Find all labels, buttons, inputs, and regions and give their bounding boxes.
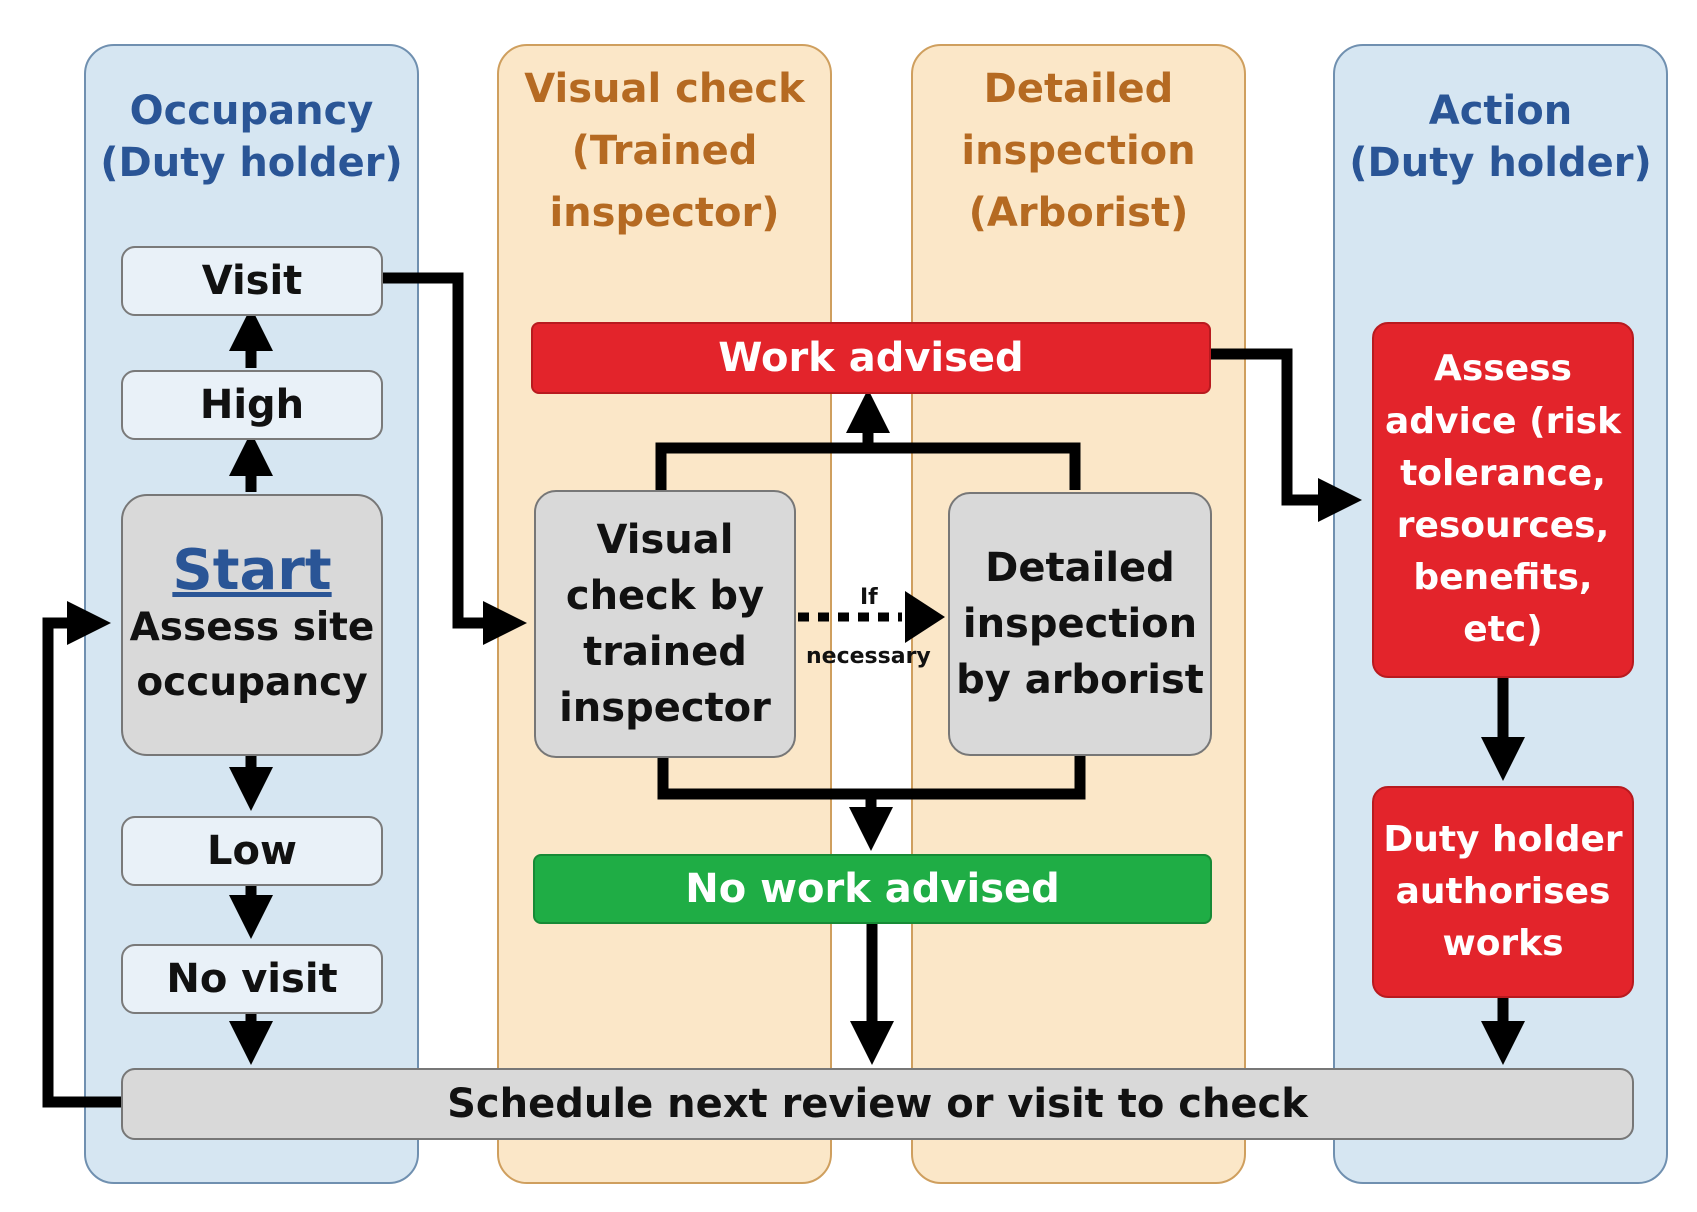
connector-visual-to-work [655,442,1081,490]
lane-title-line: (Duty holder) [100,140,403,186]
arrow-visit-to-visual-check [382,272,527,645]
lane-title-line: Detailed [983,66,1174,112]
node-label: authorises [1395,870,1611,912]
node-label: resources, [1396,505,1610,546]
node-label: No work advised [685,866,1060,912]
node-label: benefits, [1413,557,1593,599]
node-label: tolerance, [1400,452,1606,494]
node-label: by arborist [956,657,1204,703]
no-work-advised-node: No work advised [533,854,1212,924]
node-label: works [1442,923,1564,965]
if-label: If [860,585,878,610]
node-label: occupancy [136,659,368,705]
assess-advice-node: Assess advice (risk tolerance, resources… [1372,322,1634,678]
lane-title-line: Action [1428,88,1573,134]
start-title: Start [172,537,332,603]
node-label: Detailed [985,545,1175,591]
node-label: High [199,382,305,428]
lane-title-line: (Arborist) [968,190,1189,236]
lane-title-occupancy: Occupancy (Duty holder) [84,85,419,189]
node-label: inspector [559,685,771,731]
lane-title-line: inspector) [549,190,780,236]
node-label: Assess site [129,605,375,651]
arrow-schedule-to-start [42,601,121,1108]
arrow-if-necessary-head [905,591,945,643]
node-label: Visual [596,517,734,563]
node-label: No visit [166,956,338,1002]
node-label: inspection [962,601,1198,647]
visit-node: Visit [121,246,383,316]
node-label: Assess [1434,348,1572,390]
node-label: Schedule next review or visit to check [447,1081,1308,1127]
schedule-review-node: Schedule next review or visit to check [121,1068,1634,1140]
node-label: Visit [201,258,303,304]
node-label: advice (risk [1384,400,1622,442]
node-label: Duty holder [1383,818,1623,860]
node-label: Low [207,828,297,874]
detailed-inspection-node: Detailed inspection by arborist [948,492,1212,756]
lane-title-line: (Trained [571,128,758,174]
lane-title-line: (Duty holder) [1349,140,1652,186]
high-node: High [121,370,383,440]
lane-title-line: Visual check [524,66,805,112]
connector-visual-to-nowork [657,752,1086,800]
lane-title-action: Action (Duty holder) [1333,85,1668,189]
work-advised-node: Work advised [531,322,1211,394]
lane-title-visual-check: Visual check (Trained inspector) [497,58,832,244]
lane-title-line: inspection [961,128,1196,174]
low-node: Low [121,816,383,886]
node-label: trained [583,629,747,675]
node-label: etc) [1463,609,1543,651]
node-label: Work advised [718,335,1024,381]
lane-title-detailed-inspection: Detailed inspection (Arborist) [911,58,1246,244]
necessary-label: necessary [806,644,931,669]
node-label: check by [565,573,765,619]
no-visit-node: No visit [121,944,383,1014]
visual-check-node: Visual check by trained inspector [534,490,796,758]
start-node: Start Assess site occupancy [121,494,383,756]
arrow-work-to-assess [1208,348,1362,522]
lane-title-line: Occupancy [129,88,374,134]
duty-holder-authorises-node: Duty holder authorises works [1372,786,1634,998]
